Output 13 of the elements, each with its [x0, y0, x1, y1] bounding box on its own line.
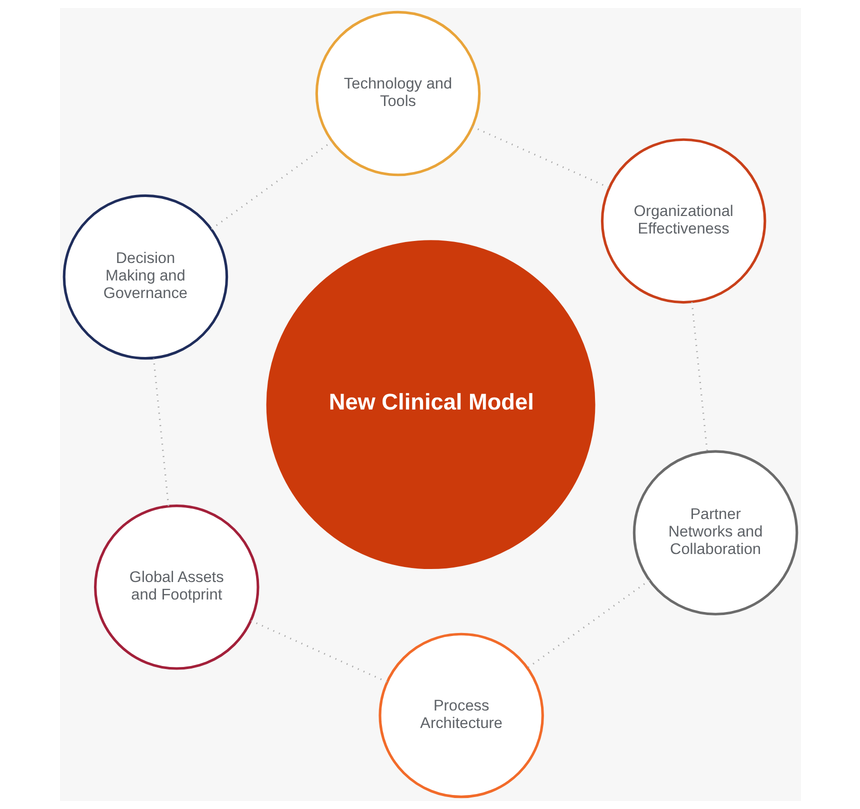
connector — [250, 620, 387, 683]
connector — [690, 302, 708, 452]
connector — [526, 580, 650, 669]
node-circle: Decision Making and Governance — [62, 194, 228, 360]
node-circle: Technology and Tools — [314, 10, 480, 176]
node-circle: Organizational Effectiveness — [600, 138, 766, 304]
node-circle: New Clinical Model — [266, 240, 595, 570]
node-circle: Partner Networks and Collaboration — [632, 450, 798, 616]
connector — [152, 358, 169, 506]
connector — [210, 140, 332, 230]
node-circle: Global Assets and Footprint — [94, 504, 259, 670]
connector — [471, 126, 609, 188]
node-circle: Process Architecture — [378, 632, 544, 798]
